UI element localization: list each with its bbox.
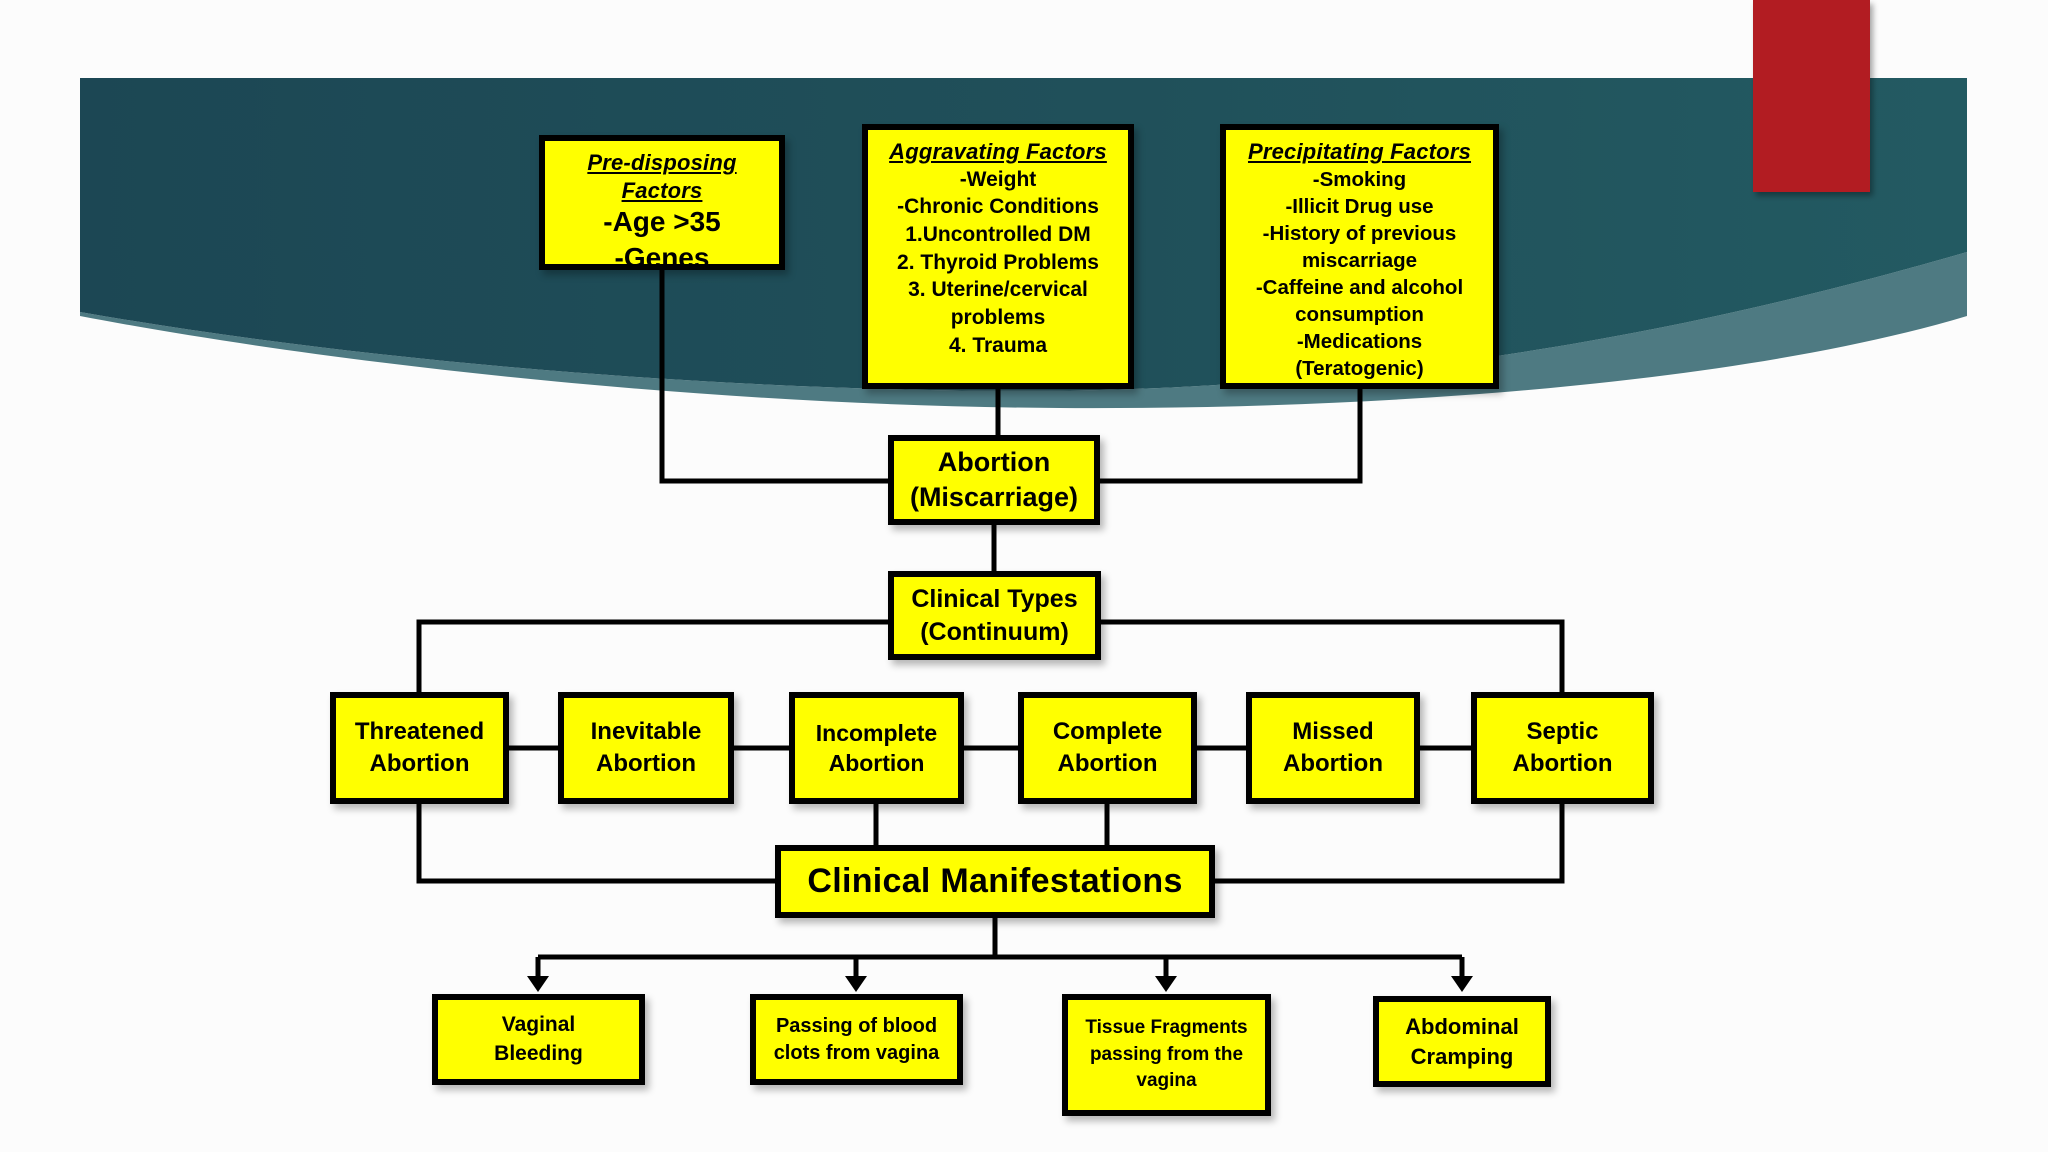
threatened-abortion-box: Threatened Abortion — [330, 692, 509, 804]
abdominal-cramping-box: Abdominal Cramping — [1373, 996, 1551, 1087]
predisposing-factors-box: Pre-disposing Factors -Age >35 -Genes — [539, 135, 785, 273]
red-accent-bar — [1753, 0, 1870, 192]
predisposing-factors-title: Pre-disposing Factors — [587, 150, 737, 203]
blood-clots-box: Passing of blood clots from vagina — [750, 994, 963, 1085]
aggravating-factors-box: Aggravating Factors -Weight -Chronic Con… — [862, 124, 1134, 389]
aggravating-factors-body: -Weight -Chronic Conditions 1.Uncontroll… — [897, 167, 1099, 357]
inevitable-abortion-box: Inevitable Abortion — [558, 692, 734, 804]
predisposing-factors-body: -Age >35 -Genes — [603, 206, 721, 273]
complete-abortion-box: Complete Abortion — [1018, 692, 1197, 804]
arrowheads — [527, 976, 1473, 992]
abortion-miscarriage-box: Abortion (Miscarriage) — [888, 435, 1100, 525]
incomplete-abortion-box: Incomplete Abortion — [789, 692, 964, 804]
septic-abortion-box: Septic Abortion — [1471, 692, 1654, 804]
precipitating-factors-title: Precipitating Factors — [1247, 139, 1472, 164]
precipitating-factors-box: Precipitating Factors -Smoking -Illicit … — [1220, 124, 1499, 389]
clinical-types-box: Clinical Types (Continuum) — [888, 571, 1101, 660]
tissue-fragments-box: Tissue Fragments passing from the vagina — [1062, 994, 1271, 1116]
missed-abortion-box: Missed Abortion — [1246, 692, 1420, 804]
clinical-manifestations-box: Clinical Manifestations — [775, 845, 1215, 918]
vaginal-bleeding-box: Vaginal Bleeding — [432, 994, 645, 1085]
precipitating-factors-body: -Smoking -Illicit Drug use -History of p… — [1255, 167, 1464, 380]
aggravating-factors-title: Aggravating Factors — [889, 139, 1107, 164]
